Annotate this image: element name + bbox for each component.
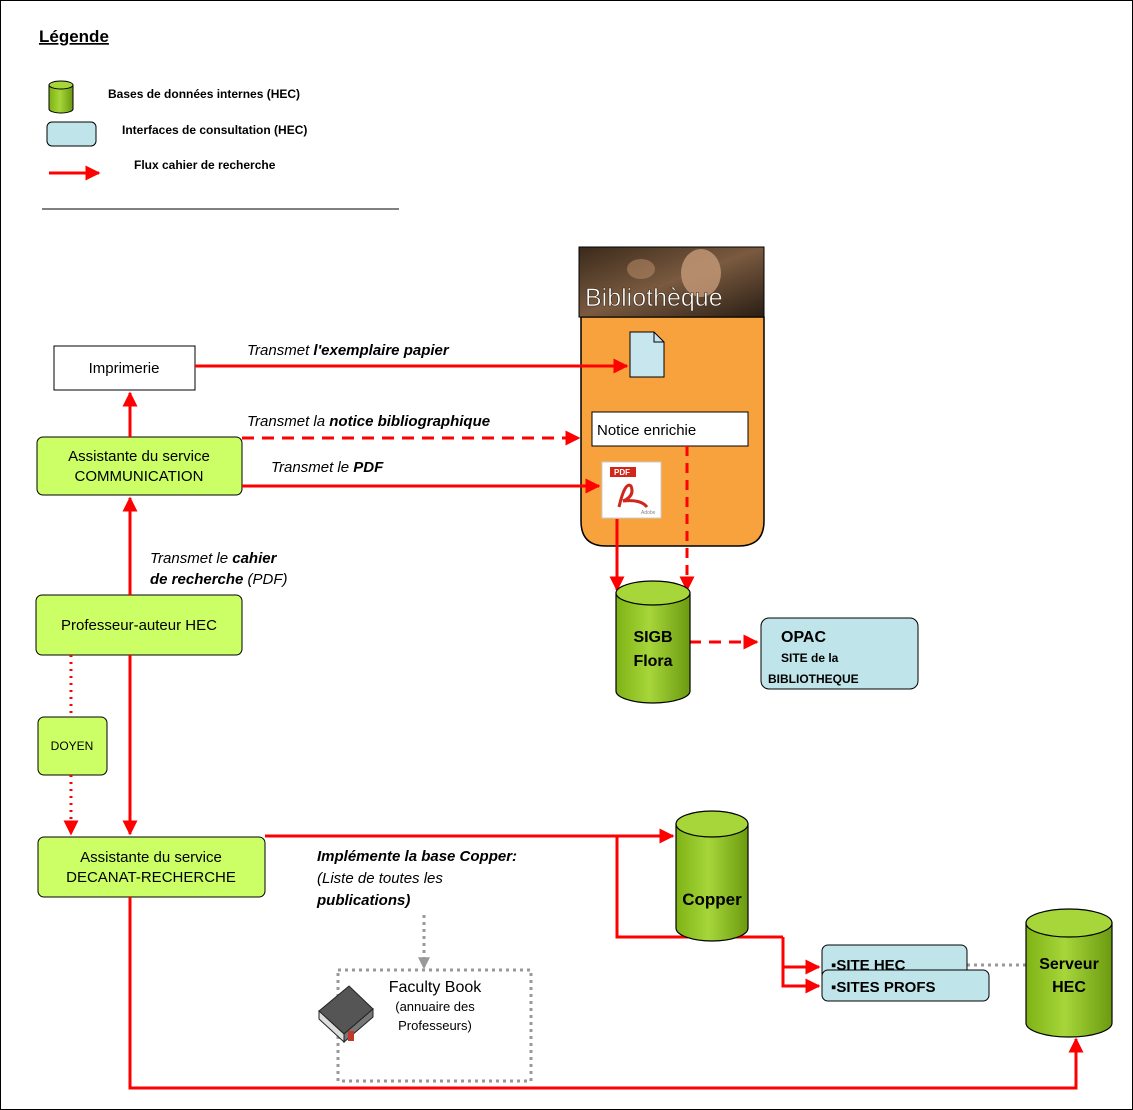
opac-line1: OPAC [781, 629, 826, 646]
faculty-line3: Professeurs) [398, 1018, 472, 1033]
decanat-box [37, 836, 266, 898]
serveur-line1: Serveur [1039, 956, 1099, 973]
sigb-line1: SIGB [633, 629, 672, 646]
legend-db-label: Bases de données internes (HEC) [108, 87, 300, 101]
faculty-line2: (annuaire des [395, 999, 475, 1014]
decanat-line1: Assistante du service [80, 849, 222, 866]
flow-to-sites-profs [781, 937, 821, 994]
notice-enrichie-label: Notice enrichie [597, 422, 696, 439]
flow-papier-label: Transmet l'exemplaire papier [247, 342, 450, 359]
legend-interface-icon [46, 121, 97, 147]
copper-note-line3: publications) [316, 892, 410, 909]
opac-line3: BIBLIOTHEQUE [768, 672, 859, 686]
copper-note-line1: Implémente la base Copper: [317, 848, 517, 865]
library-block: Bibliothèque Notice enrichie PDF Adobe [578, 246, 765, 547]
faculty-line1: Faculty Book [389, 979, 482, 996]
svg-text:Adobe: Adobe [641, 510, 656, 516]
sigb-flora-db [615, 580, 691, 704]
opac-line2: SITE de la [781, 651, 839, 665]
legend: Légende Bases de données internes (HEC) … [39, 27, 399, 210]
legend-db-icon [48, 80, 74, 114]
flow-notice-label: Transmet la notice bibliographique [247, 413, 490, 430]
communication-box [36, 436, 243, 496]
professeur-box [35, 594, 243, 656]
sites-profs-box [821, 969, 990, 1002]
book-icon [318, 985, 374, 1044]
sigb-line2: Flora [633, 653, 672, 670]
copper-note-line2: (Liste de toutes les [317, 870, 443, 887]
communication-line2: COMMUNICATION [75, 468, 204, 485]
flow-pdf-label: Transmet le PDF [271, 459, 384, 476]
serveur-hec-db [1025, 908, 1113, 1038]
imprimerie-label: Imprimerie [89, 360, 160, 377]
copper-label: Copper [682, 890, 742, 909]
flow-cahier-line1: Transmet le cahier [150, 550, 278, 567]
legend-interface-label: Interfaces de consultation (HEC) [122, 123, 307, 137]
paper-document-icon [629, 331, 665, 378]
legend-title: Légende [39, 27, 109, 46]
flow-cahier-line2: de recherche (PDF) [150, 571, 288, 588]
svg-text:PDF: PDF [614, 468, 630, 477]
copper-db [675, 810, 749, 942]
professeur-label: Professeur-auteur HEC [61, 617, 217, 634]
opac-box [760, 617, 919, 690]
doyen-label: DOYEN [51, 739, 94, 753]
legend-flow-label: Flux cahier de recherche [134, 158, 276, 172]
library-banner-photo [578, 246, 765, 318]
communication-line1: Assistante du service [68, 448, 210, 465]
decanat-line2: DECANAT-RECHERCHE [66, 869, 236, 886]
imprimerie-box [53, 345, 196, 391]
faculty-book-box [336, 968, 533, 1083]
pdf-icon: PDF Adobe [601, 461, 662, 519]
notice-enrichie-box [591, 411, 749, 447]
sites-profs-label: ▪SITES PROFS [831, 979, 936, 996]
flow-to-site-hec [781, 937, 821, 975]
serveur-line2: HEC [1052, 979, 1086, 996]
library-banner-title: Bibliothèque [585, 284, 723, 312]
flow-decanat-serveur-arrow [128, 897, 1084, 1090]
